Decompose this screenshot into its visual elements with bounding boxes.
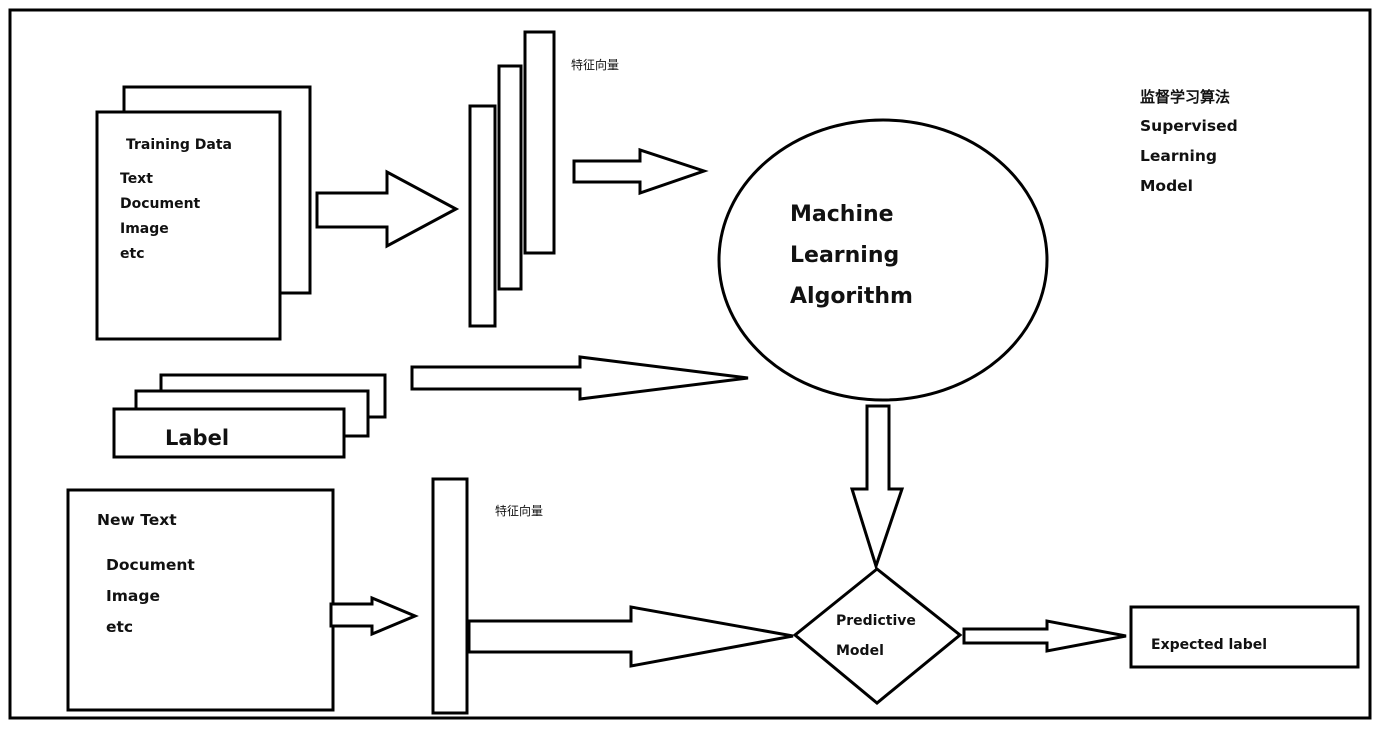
arrow-label-to-algorithm	[410, 355, 749, 401]
feature-vectors-top: 特征向量	[468, 30, 619, 328]
training-item-text: Text	[120, 171, 153, 187]
new-text-title: New Text	[97, 511, 177, 529]
arrow-feature-to-predictive	[467, 605, 794, 668]
supervised-label: 监督学习算法 Supervised Learning Model	[1140, 88, 1238, 195]
feature-vector-label-bottom: 特征向量	[495, 503, 543, 518]
supervised-cn: 监督学习算法	[1140, 88, 1230, 106]
label-stack: Label	[112, 373, 387, 459]
expected-label: Expected label	[1129, 605, 1360, 669]
training-item-etc: etc	[120, 246, 145, 262]
expected-label-text: Expected label	[1151, 637, 1267, 653]
diagram-frame	[8, 8, 1372, 720]
ml-algorithm: Machine Learning Algorithm	[717, 118, 1049, 402]
new-text-item-document: Document	[106, 556, 195, 574]
predictive-line-1: Predictive	[836, 613, 916, 629]
algorithm-circle	[717, 118, 1049, 402]
label-text: Label	[165, 426, 229, 450]
algorithm-line-3: Algorithm	[790, 284, 913, 309]
new-text-item-etc: etc	[106, 618, 133, 636]
feature-vector-label-top: 特征向量	[571, 57, 619, 72]
training-item-image: Image	[120, 221, 169, 237]
algorithm-line-2: Learning	[790, 243, 899, 268]
arrow-predictive-to-expected	[962, 619, 1127, 653]
new-text-document: New Text Document Image etc	[66, 488, 335, 712]
training-doc-front	[95, 110, 282, 341]
arrow-features-to-algorithm	[572, 147, 709, 196]
feature-bar-1	[468, 104, 497, 328]
arrow-algorithm-to-predictive	[849, 404, 905, 571]
predictive-diamond	[792, 567, 963, 705]
feature-bar-2	[497, 64, 523, 291]
feature-vector-bottom: 特征向量	[431, 477, 543, 715]
arrow-newtext-to-feature	[329, 595, 419, 637]
expected-label-box	[1129, 605, 1360, 669]
algorithm-line-1: Machine	[790, 202, 894, 227]
supervised-learning: Learning	[1140, 147, 1217, 165]
label-card-front	[112, 407, 346, 459]
training-item-document: Document	[120, 196, 201, 212]
supervised-model: Model	[1140, 177, 1193, 195]
new-text-box	[66, 488, 335, 712]
training-data-title: Training Data	[126, 137, 232, 153]
training-data-documents: Training Data Text Document Image etc	[95, 85, 312, 341]
arrow-training-to-features	[315, 169, 460, 249]
predictive-model: Predictive Model	[792, 567, 963, 705]
feature-bar-3	[523, 30, 556, 255]
predictive-line-2: Model	[836, 643, 884, 659]
feature-bar-bottom	[431, 477, 469, 715]
supervised-en: Supervised	[1140, 117, 1238, 135]
new-text-item-image: Image	[106, 587, 160, 605]
